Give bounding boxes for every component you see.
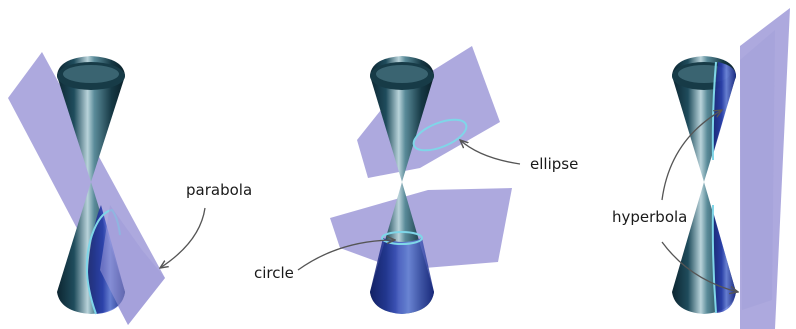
parabola-figure: parabola — [8, 52, 252, 325]
ellipse-arrow — [460, 140, 520, 164]
ellipse-label: ellipse — [530, 155, 578, 173]
circle-label: circle — [254, 264, 294, 282]
hyperbola-label: hyperbola — [612, 208, 687, 226]
parabola-arrow — [160, 208, 205, 268]
hyperbola-figure: hyperbola — [612, 8, 790, 329]
parabola-label: parabola — [186, 181, 252, 199]
ellipse-circle-figure: ellipse circle — [254, 46, 578, 314]
